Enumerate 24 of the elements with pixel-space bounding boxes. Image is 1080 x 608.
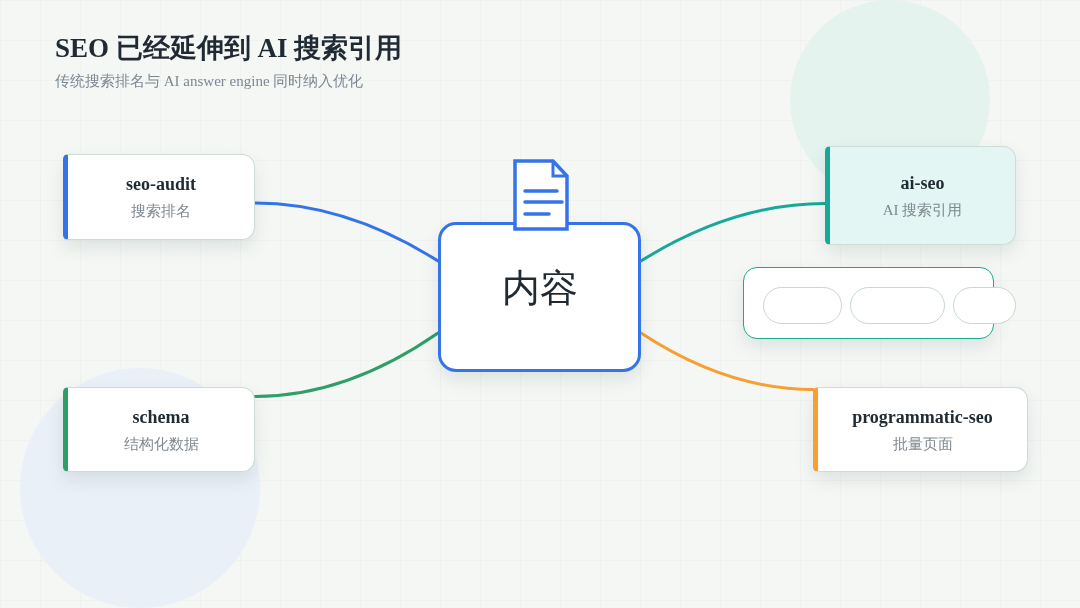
skill-card xyxy=(813,387,1028,472)
connector-line xyxy=(639,202,827,263)
title: SEO 已经延伸到 AI 搜索引用 xyxy=(55,32,403,65)
skill-card xyxy=(63,154,255,240)
connector-line xyxy=(253,331,440,398)
connector-line xyxy=(253,201,440,263)
subtitle: 传统搜索排名与 AI answer engine 同时纳入优化 xyxy=(55,72,364,91)
node-title: ai-seo xyxy=(900,171,945,195)
skill-card xyxy=(63,387,255,472)
node-title: programmatic-seo xyxy=(852,405,993,429)
pill xyxy=(849,286,945,324)
node-subtitle: 搜索排名 xyxy=(131,202,191,221)
node-title: seo-audit xyxy=(126,173,196,196)
panel-box xyxy=(743,267,994,339)
skill-card xyxy=(825,146,1016,245)
node-subtitle: 批量页面 xyxy=(892,434,953,454)
node-subtitle: AI 搜索引用 xyxy=(882,200,963,220)
node-title: schema xyxy=(132,405,190,429)
content-box xyxy=(438,222,641,372)
pill xyxy=(953,287,1016,324)
center-label: 内容 xyxy=(501,266,578,311)
pill xyxy=(762,286,842,324)
connector-line xyxy=(639,331,815,391)
node-subtitle: 结构化数据 xyxy=(123,434,199,454)
